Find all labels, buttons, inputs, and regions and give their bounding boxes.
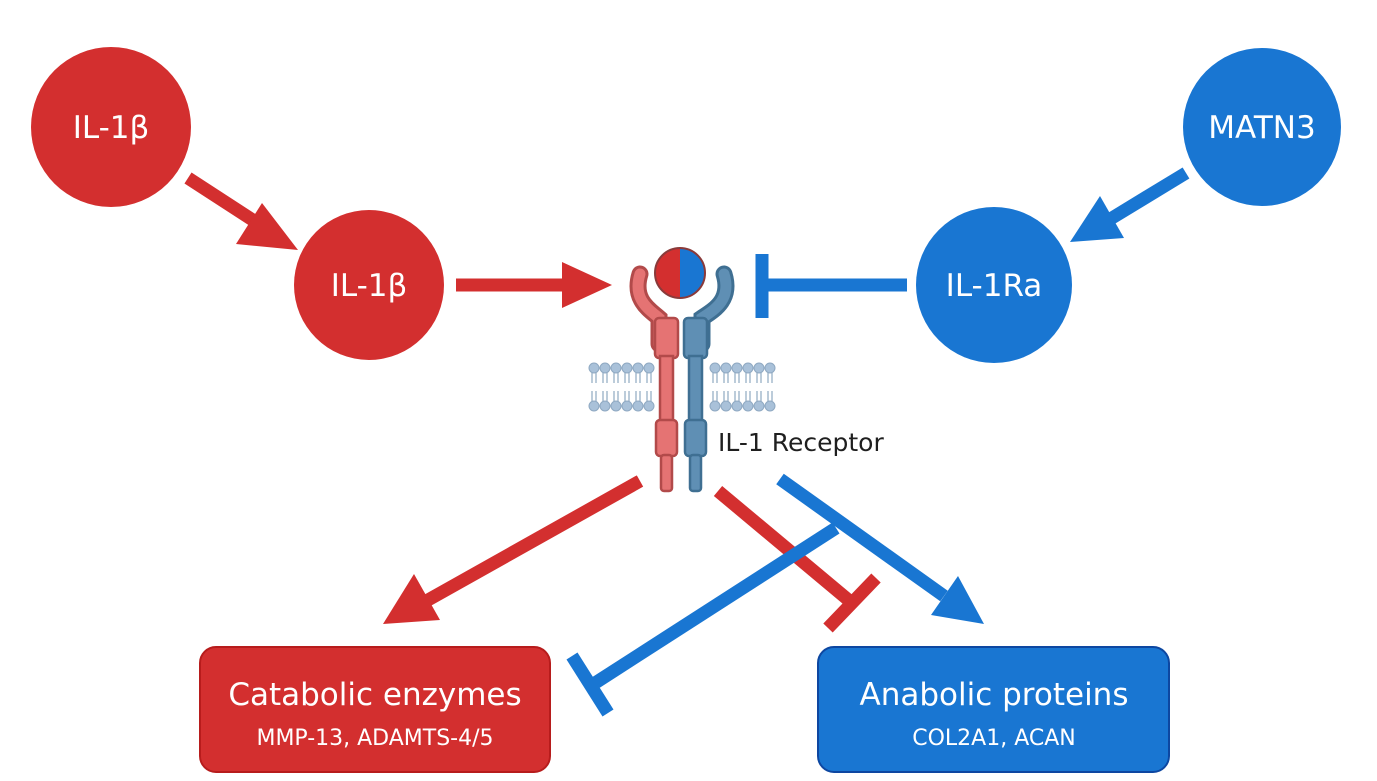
edge-receptor-to-catabolic [383,475,644,624]
lipid-head [588,362,600,374]
lipid-head [621,362,633,374]
inhibition-bar-icon [823,573,881,633]
lipid-head [588,400,600,412]
edge-receptor-inhibits-anabolic [713,486,881,633]
lipid-head [720,362,732,374]
box-subtitle: COL2A1, ACAN [912,726,1076,751]
il1-receptor [629,247,735,493]
node-il1b-top: IL-1β [31,47,191,207]
cell-membrane [588,362,776,412]
edge-receptor-inhibits-catabolic [566,522,840,717]
node-label: MATN3 [1208,110,1315,146]
box-catabolic-enzymes: Catabolic enzymes MMP-13, ADAMTS-4/5 [199,646,551,773]
lipid-head [632,400,644,412]
lipid-head [731,400,743,412]
lipid-head [720,400,732,412]
lipid-head [610,400,622,412]
lipid-head [753,362,765,374]
arrowhead-icon [1070,196,1124,242]
lipid-head [709,362,721,374]
node-il1b-mid: IL-1β [294,210,444,360]
node-il1ra: IL-1Ra [916,207,1072,363]
edge-matn3-to-il1ra [1070,167,1190,242]
lipid-head [632,362,644,374]
lipid-head [709,400,721,412]
node-matn3: MATN3 [1183,48,1341,206]
box-title: Catabolic enzymes [228,677,521,713]
arrowhead-icon [562,262,612,308]
box-anabolic-proteins: Anabolic proteins COL2A1, ACAN [817,646,1170,773]
lipid-head [742,362,754,374]
lipid-head [731,362,743,374]
arrowhead-icon [931,576,984,624]
lipid-head [599,362,611,374]
edge-receptor-to-anabolic [776,473,984,624]
box-subtitle: MMP-13, ADAMTS-4/5 [256,726,493,751]
edge-il1b-to-il1b [184,172,298,250]
inhibition-bar-icon [566,652,614,717]
node-label: IL-1Ra [946,268,1043,304]
lipid-head [643,400,655,412]
node-label: IL-1β [73,110,150,146]
lipid-head [643,362,655,374]
lipid-head [621,400,633,412]
box-title: Anabolic proteins [860,677,1129,713]
lipid-head [599,400,611,412]
lipid-head [610,362,622,374]
lipid-head [764,362,776,374]
node-label: IL-1β [331,268,408,304]
arrowhead-icon [236,203,298,250]
arrowhead-icon [383,574,440,624]
edge-il1ra-inhibits-receptor [755,254,907,318]
lipid-head [764,400,776,412]
receptor-label: IL-1 Receptor [718,428,884,457]
lipid-head [753,400,765,412]
edge-il1b-to-receptor [456,262,612,308]
lipid-head [742,400,754,412]
